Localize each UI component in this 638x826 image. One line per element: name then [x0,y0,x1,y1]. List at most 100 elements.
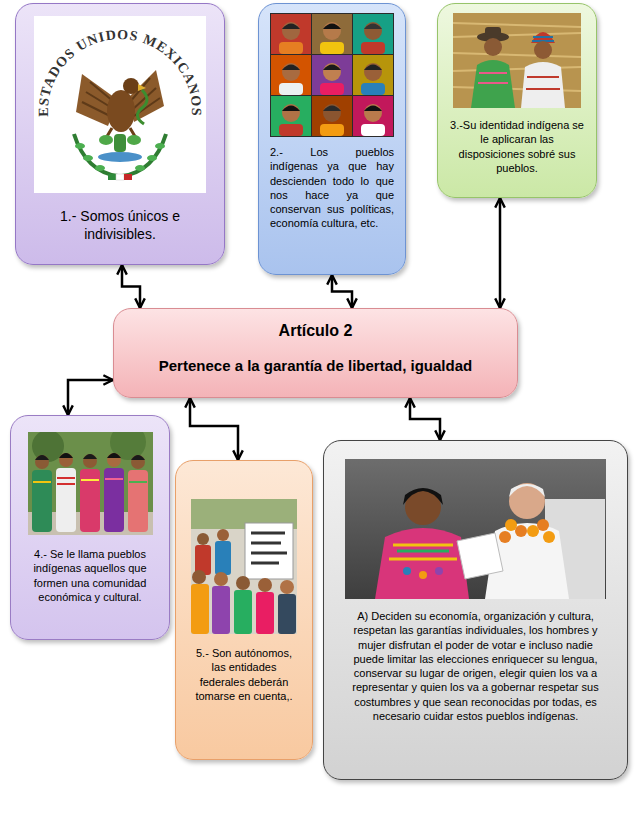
photo-protest [191,499,297,634]
double-arrow-connector [332,275,352,308]
illustration-part [128,470,148,532]
illustration-part [191,584,209,634]
illustration-part [485,483,569,599]
photo-two-men [453,13,581,108]
illustration-part [137,90,147,124]
double-arrow-connector [410,398,440,440]
illustration-part [258,578,272,592]
illustration-part [403,567,411,575]
illustration-part [131,455,145,460]
illustration-part [323,24,341,30]
illustration-part [197,533,209,545]
illustration-part [107,453,121,467]
illustration-part [95,165,105,171]
illustration-part [236,576,250,590]
concept-box: 3.-Su identidad indígena se le aplicaran… [437,3,597,198]
illustration-part [215,541,231,575]
illustration-part [124,174,132,180]
illustration-part [56,453,76,532]
illustration-part [107,453,121,458]
illustration-part [279,124,303,136]
illustration-part [81,479,99,481]
illustration-part [435,567,443,575]
illustration-part [104,468,124,532]
illustration-part [83,454,97,459]
illustration-part [312,14,352,54]
illustration-part [527,525,539,537]
illustration-part [320,124,344,136]
illustration-part [509,484,545,497]
photo-collage [270,13,394,137]
illustration-part [320,42,344,54]
illustration-part [108,174,116,180]
illustration-part [532,37,554,41]
illustration-part [128,455,148,532]
illustration-part [191,529,296,634]
illustration-part [312,55,352,95]
illustration-part [256,592,274,634]
concept-box: ESTADOS UNIDOS MEXICANOS 1.- Somos único… [15,3,225,265]
illustration-part [320,83,344,95]
illustration-part [353,55,393,95]
illustration-part [35,455,49,469]
illustration-part [312,14,352,54]
illustration-part [353,55,393,95]
illustration-part [80,469,100,532]
illustration-part [403,488,443,505]
illustration-part [32,470,52,532]
illustration-part [57,478,75,484]
eagle [76,70,164,138]
illustration-part [484,38,502,56]
illustration-part [515,525,527,537]
node-text: A) Deciden su economía, organización y c… [344,609,607,723]
illustration-part [105,478,123,480]
double-arrow-connector [190,398,238,460]
illustration-part [127,135,141,145]
illustration-part [375,528,469,599]
illustration-part [135,165,145,171]
illustration-part [59,453,73,458]
illustration-part [191,499,297,634]
photo-meeting [345,459,606,599]
illustration-part [521,62,565,108]
illustration-part [485,27,501,37]
illustration-part [361,124,385,136]
illustration-part [282,22,300,40]
illustration-part [505,519,517,531]
illustration-part [271,96,311,136]
illustration-part [33,481,51,483]
illustration-part [212,586,230,634]
illustration-part [122,134,166,176]
illustration-part [271,55,311,95]
illustration-part [353,96,393,136]
illustration-part [282,24,300,30]
concept-box: A) Deciden su economía, organización y c… [323,440,628,780]
illustration-part [234,590,252,634]
illustration-part [279,83,303,95]
illustration-part [214,572,228,586]
illustration-part [131,455,145,469]
illustration-part [271,14,311,54]
illustration-part [353,14,393,54]
illustration-part [80,454,100,532]
wreath [74,134,166,180]
illustration-part [312,96,352,136]
illustration-part [271,96,311,136]
illustration-part [114,134,126,152]
illustration-part [345,459,606,599]
concept-box: 4.- Se le llama pueblos indígenas aquell… [10,415,170,640]
illustration-part [534,41,552,59]
illustration-part [59,453,73,467]
node-text: 1.- Somos únicos e indivisibles. [28,207,212,243]
illustration-part [107,90,135,132]
illustration-part [271,55,311,95]
illustration-part [98,152,142,162]
illustration-part [34,16,206,193]
illustration-part [323,65,341,71]
illustration-part [312,96,352,136]
concept-box: 5.- Son autónomos, las entidades federal… [175,460,313,760]
node-text: 4.- Se le llama pueblos indígenas aquell… [23,547,157,604]
illustration-part [74,134,118,176]
double-arrow-connector [122,265,140,308]
illustration-part [526,77,560,89]
